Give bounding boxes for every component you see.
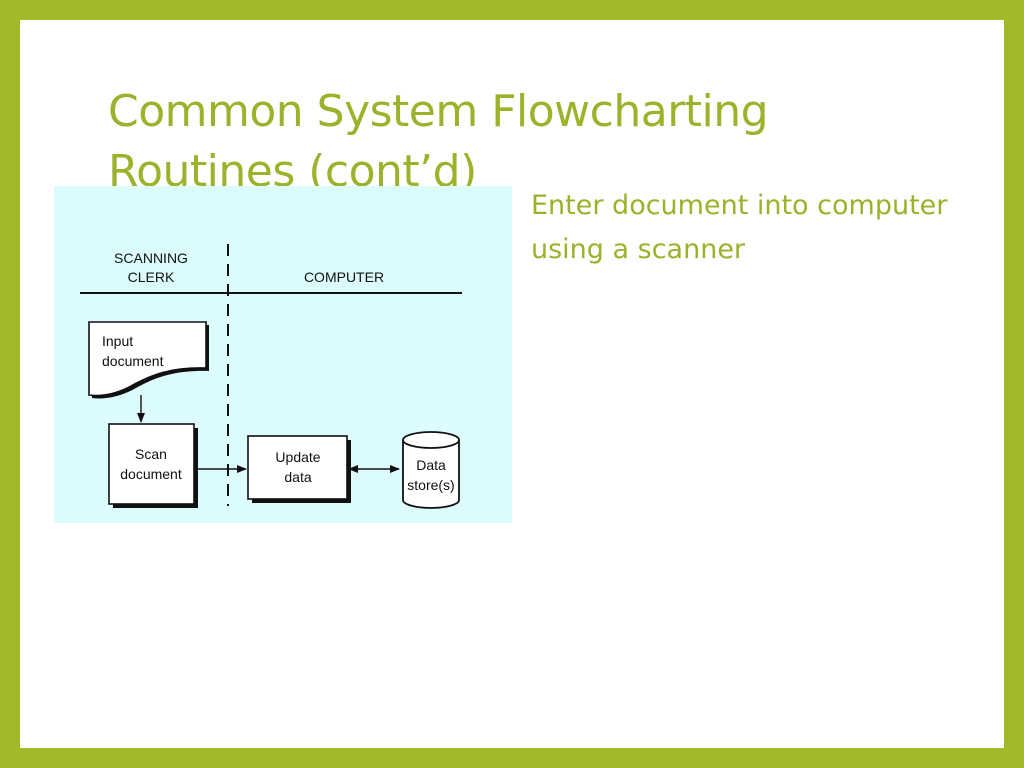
flowchart-diagram: SCANNING CLERK COMPUTER Input document S… [54, 186, 512, 523]
data-store-cylinder [402, 431, 460, 509]
input-document-label-line-2: document [102, 353, 164, 369]
update-data-box [247, 435, 351, 503]
slide: Common System Flowcharting Routines (con… [20, 20, 1004, 748]
scan-document-label-line-1: Scan [135, 446, 167, 462]
input-document-shape [88, 321, 209, 399]
slide-title-line-1: Common System Flowcharting [108, 86, 769, 137]
input-document-label-line-1: Input [102, 333, 133, 349]
lane-label-computer: COMPUTER [304, 269, 384, 285]
data-store-label-line-1: Data [416, 457, 446, 473]
data-store-label-line-2: store(s) [407, 477, 454, 493]
lane-label-scanning-clerk-line-1: SCANNING [114, 250, 188, 266]
slide-title: Common System Flowcharting Routines (con… [108, 82, 769, 202]
scan-document-box [108, 423, 198, 508]
update-data-label-line-2: data [284, 469, 311, 485]
scan-document-label-line-2: document [120, 466, 182, 482]
lane-label-scanning-clerk-line-2: CLERK [128, 269, 175, 285]
update-data-label-line-1: Update [275, 449, 320, 465]
bullet-text: Enter document into computer using a sca… [531, 190, 948, 265]
